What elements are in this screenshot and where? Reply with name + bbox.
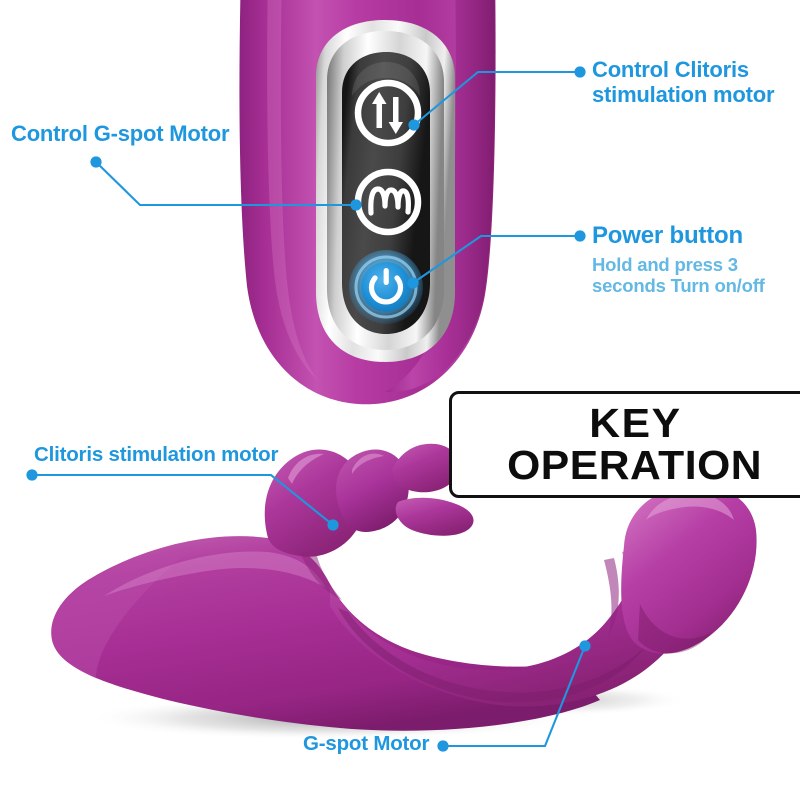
leader-line-clitoris-stimulation-motor <box>32 473 334 526</box>
power-button[interactable] <box>349 250 423 324</box>
leader-dot-control-clitoris-target <box>408 119 420 131</box>
leader-dot-g-spot-motor-target <box>579 640 591 652</box>
up-down-arrows-icon <box>372 92 403 134</box>
callout-label-control-clitoris-stimulation-motor: Control Clitoris stimulation motor <box>592 57 775 107</box>
leader-line-control-g-spot-motor <box>95 161 356 207</box>
leader-dot-g-spot-motor-label <box>437 740 449 752</box>
key-operation-line-2: OPERATION <box>507 441 763 488</box>
key-operation-panel: KEY OPERATION <box>449 391 800 498</box>
callout-label-g-spot-motor: G-spot Motor <box>303 732 430 755</box>
leader-dot-clitoris-motor-label <box>26 469 38 481</box>
leader-line-g-spot-motor <box>443 645 586 748</box>
leader-dot-power-button-target <box>407 277 419 289</box>
leader-dot-control-clitoris-label <box>574 66 586 78</box>
leader-line-control-clitoris-stimulation-motor <box>413 70 580 126</box>
full-device-view <box>51 443 757 740</box>
handle-closeup-view <box>239 0 496 405</box>
intensity-button[interactable] <box>354 79 422 147</box>
wave-pattern-icon <box>368 186 411 216</box>
callout-label-control-g-spot-motor: Control G-spot Motor <box>11 121 230 146</box>
power-symbol-icon <box>368 268 404 305</box>
callout-subtitle-power-button: Hold and press 3 seconds Turn on/off <box>592 254 765 297</box>
callout-label-power-button: Power button <box>592 222 743 249</box>
key-operation-line-1: KEY <box>588 399 682 446</box>
leader-dot-power-button-label <box>574 230 586 242</box>
leader-line-power-button <box>412 234 580 284</box>
callout-label-clitoris-stimulation-motor: Clitoris stimulation motor <box>34 443 279 466</box>
leader-dot-control-g-spot-motor-label <box>90 156 102 168</box>
leader-dot-clitoris-motor-target <box>327 519 339 531</box>
leader-dot-control-g-spot-motor-target <box>350 199 362 211</box>
